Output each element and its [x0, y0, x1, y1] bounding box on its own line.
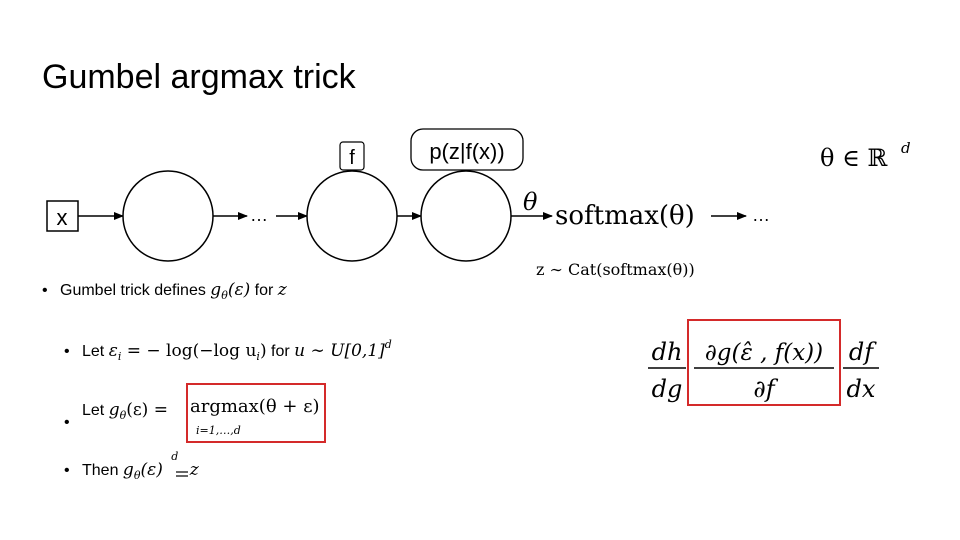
bullet-3-arg: (ε) =: [126, 400, 168, 420]
bullet-4-then: Then: [82, 462, 119, 479]
bullet-2-eps-sub: i: [117, 350, 122, 363]
bullet-1-for: for: [254, 282, 274, 299]
function-label: f: [349, 147, 355, 169]
argmax-expression: argmax(θ + ε): [190, 396, 320, 417]
chain-rule: dh dg ∂g(ε̂ , f(x)) ∂f df dx: [648, 319, 879, 406]
bullet-1-g: g: [210, 280, 222, 300]
slide-title: Gumbel argmax trick: [42, 58, 356, 96]
dequal-symbol: d=: [167, 450, 185, 480]
bullet-4-sub: θ: [133, 469, 141, 482]
bullet-2: •Let εi = − log(−log ui) for u ∼ U[0,1]d: [64, 338, 392, 363]
bullet-1-text: Gumbel trick defines: [60, 282, 206, 299]
theta-domain-sup: d: [901, 139, 911, 157]
bullet-dot: •: [64, 343, 70, 360]
chain-dg-numerator: ∂g(ε̂ , f(x)): [705, 340, 823, 366]
chain-dx: dx: [847, 375, 876, 403]
input-box: [46, 200, 79, 232]
bullet-3-g: g: [108, 400, 120, 420]
bullet-2-expr: = − log(−log u: [121, 341, 257, 361]
bullet-1-arg: (ε): [227, 280, 251, 300]
bullet-2-eps: ε: [108, 341, 118, 361]
bullet-2-dist: u ∼ U[0,1]: [294, 341, 385, 361]
theta-domain: θ ∈ ℝ: [820, 144, 888, 172]
ellipsis-2: …: [752, 205, 770, 225]
function-label-box: [339, 141, 365, 171]
chain-df: df: [849, 338, 877, 366]
bullet-1-sub: θ: [221, 289, 228, 302]
bullet-2-close: ): [259, 341, 267, 361]
theta-symbol: θ: [523, 188, 538, 216]
bullet-4-z: z: [189, 460, 199, 480]
distribution-label: p(z|f(x)): [429, 139, 504, 164]
argmax-highlight-box: [186, 383, 326, 443]
distribution-label-box: [410, 128, 524, 171]
bullet-1-z: z: [277, 280, 287, 300]
node-3: [420, 170, 512, 262]
bullet-3-let: Let: [82, 402, 105, 419]
bullet-2-u-sub: i: [256, 350, 260, 363]
bullet-2-sup: d: [384, 338, 392, 351]
node-1: [122, 170, 214, 262]
bullet-dot: •: [64, 462, 70, 479]
bullet-dot: •: [42, 282, 48, 299]
bullet-2-let: Let: [82, 343, 105, 360]
bullet-4-arg: (ε): [140, 460, 163, 480]
softmax-text: softmax(θ): [555, 201, 695, 231]
bullet-4-d: d: [171, 450, 179, 463]
bullet-3: • Let gθ(ε) =: [64, 400, 168, 432]
chain-highlight-box: [687, 319, 841, 406]
node-2: [306, 170, 398, 262]
bullet-4-g: g: [122, 460, 134, 480]
sample-text: z ∼ Cat(softmax(θ)): [536, 260, 695, 279]
bullet-1: • Gumbel trick defines gθ(ε) for z: [42, 280, 287, 302]
chain-df-denominator: ∂f: [753, 375, 778, 403]
chain-dh: dh: [652, 338, 683, 366]
input-label: x: [57, 205, 68, 230]
chain-dg: dg: [652, 375, 683, 403]
ellipsis-1: …: [250, 205, 268, 225]
bullet-2-for: for: [271, 343, 290, 360]
bullet-3-sub: θ: [119, 409, 127, 422]
bullet-4: • Then gθ(ε) d= z: [64, 450, 199, 482]
bullet-4-eq: =: [172, 462, 181, 479]
argmax-subscript: i=1,…,d: [196, 424, 241, 437]
bullet-dot: •: [64, 414, 70, 431]
